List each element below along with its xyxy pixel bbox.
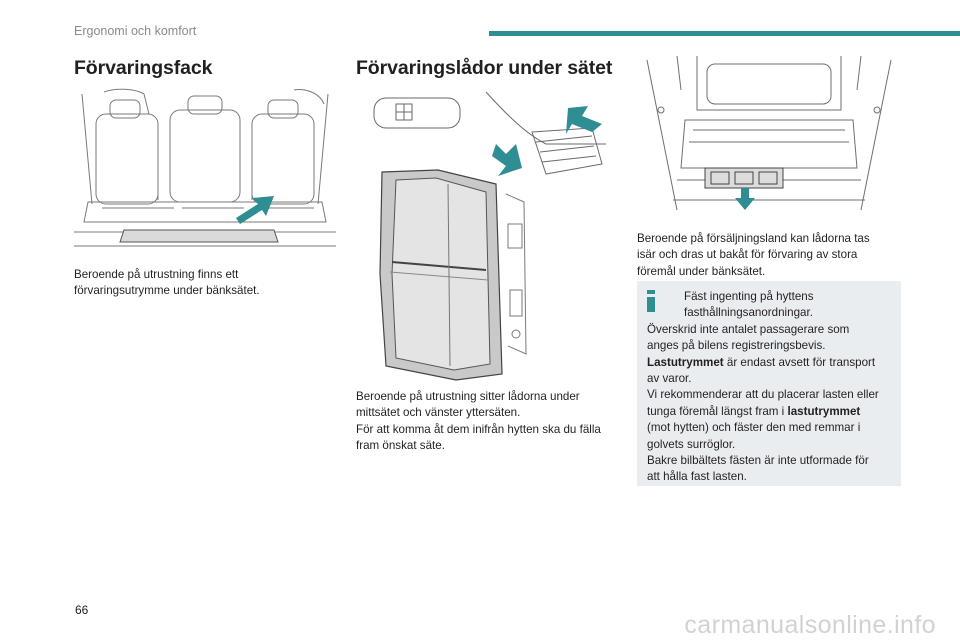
rear-removal-illustration — [637, 50, 901, 226]
heading-storage-compartment: Förvaringsfack — [74, 57, 213, 79]
info-note-box: Fäst ingenting på hyttens fasthållningsa… — [637, 281, 901, 486]
section-title: Ergonomi och komfort — [74, 24, 197, 38]
storage-compartment-text: Beroende på utrustning finns ett förvari… — [74, 268, 260, 298]
watermark: carmanualsonline.info — [684, 611, 936, 639]
bench-seat-storage-illustration — [74, 84, 336, 256]
storage-boxes-text: Beroende på utrustning sitter lådorna un… — [356, 390, 601, 453]
header-accent-bar — [489, 31, 960, 36]
removal-text: Beroende på försäljningsland kan lådorna… — [637, 232, 870, 278]
heading-storage-boxes: Förvaringslådor under sätet — [356, 57, 613, 79]
page-number: 66 — [75, 603, 89, 617]
info-icon — [647, 290, 655, 312]
info-note-text: Fäst ingenting på hyttens fasthållningsa… — [647, 290, 879, 484]
under-seat-boxes-illustration — [356, 84, 620, 384]
